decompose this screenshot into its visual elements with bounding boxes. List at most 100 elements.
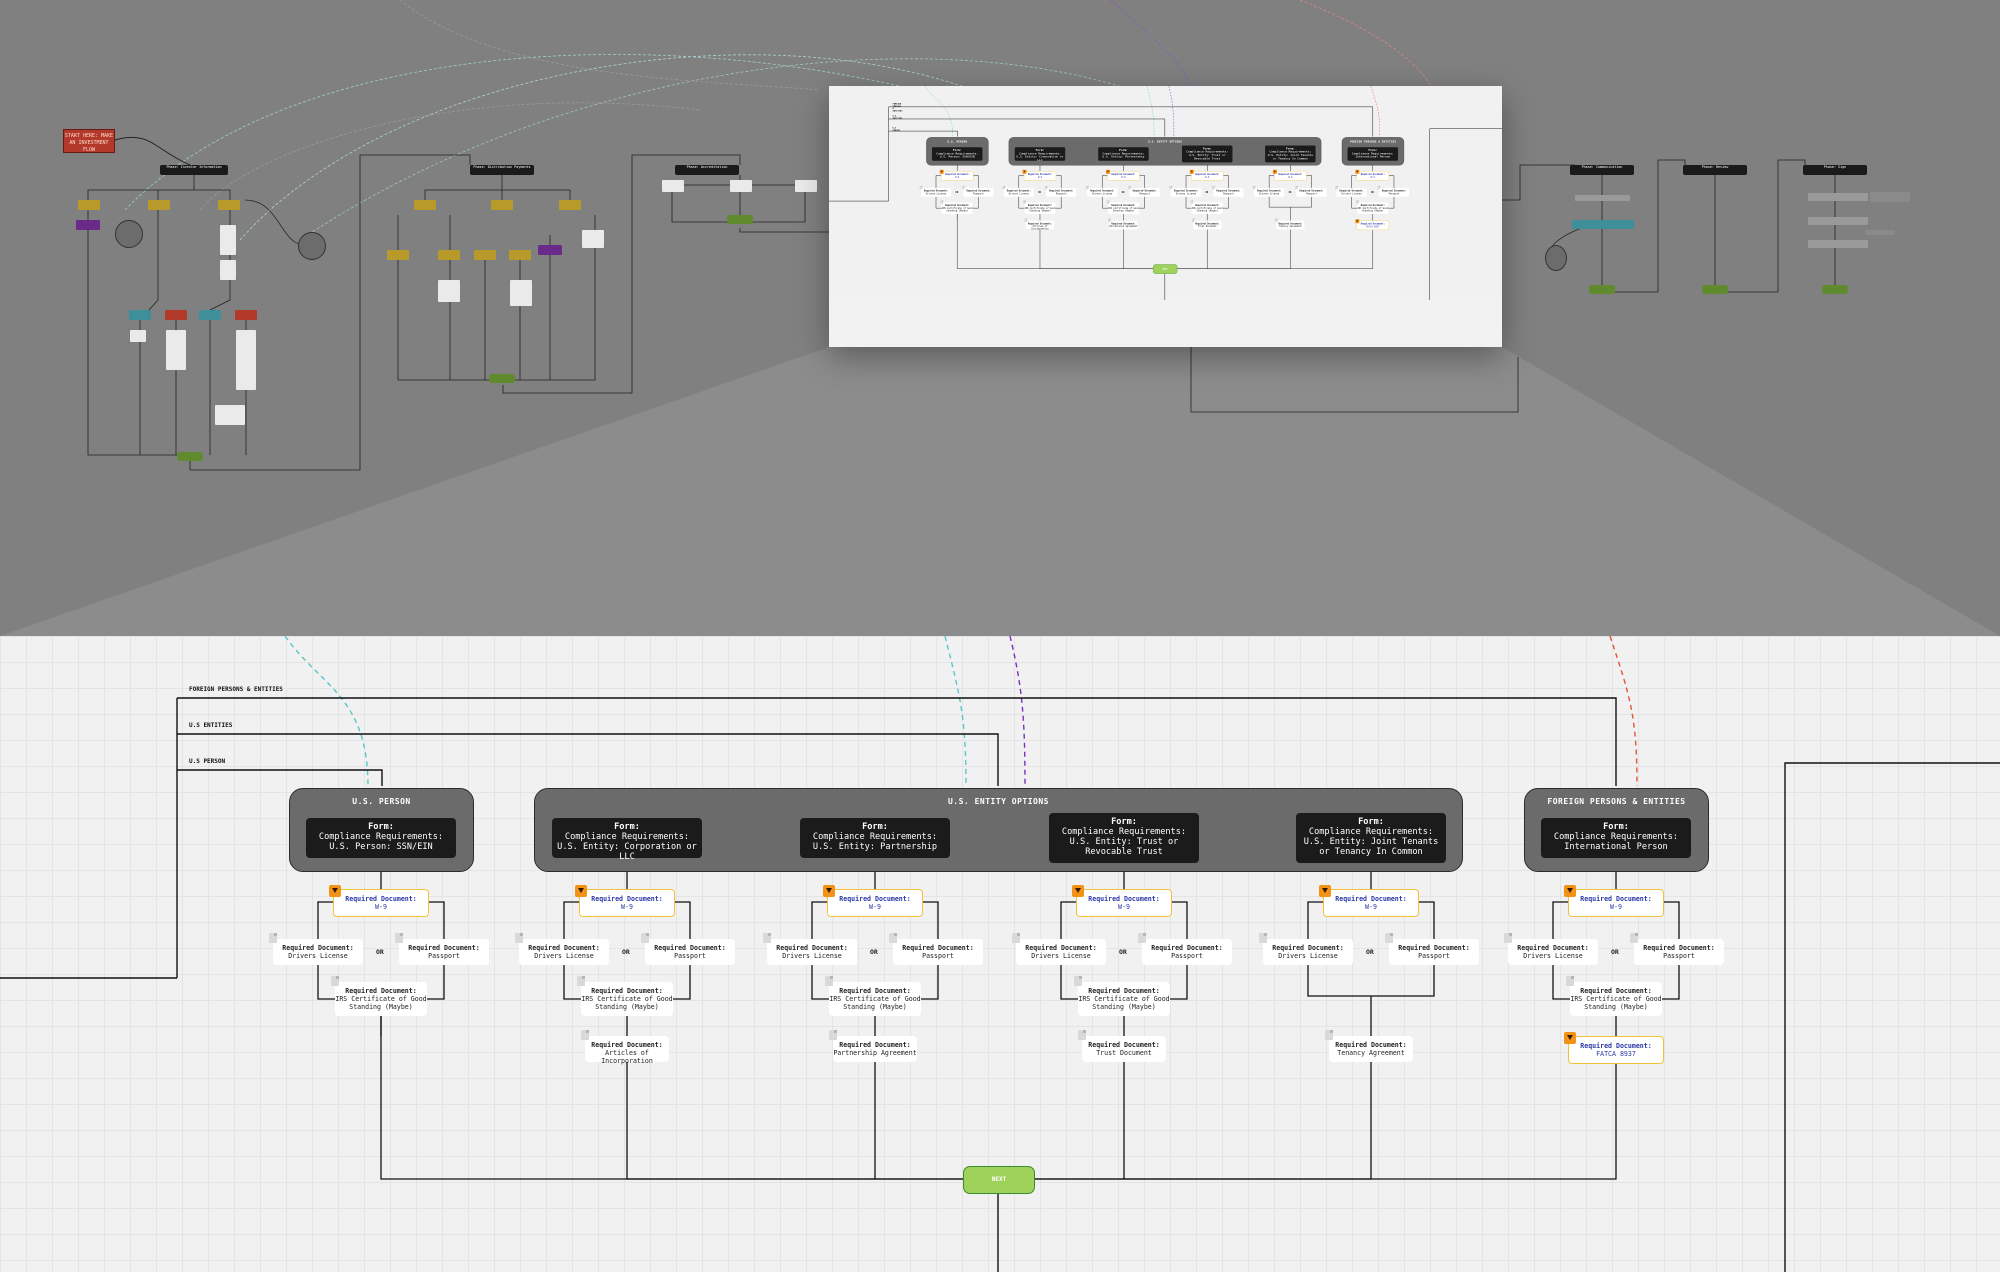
required-doc-primary[interactable]: Required Document:W-9 [1568,889,1664,917]
download-icon[interactable] [1564,1032,1576,1044]
mini-required-doc-right[interactable]: Required Document:Passport [1129,187,1160,197]
mini-form-card[interactable]: Form:Compliance Requirements:U.S. Entity… [1098,147,1149,161]
required-doc-primary[interactable]: Required Document:W-9 [827,889,923,917]
overview-teal-node[interactable] [1572,220,1634,229]
mini-required-doc-right[interactable]: Required Document:Passport [963,187,994,197]
mini-required-doc-extra[interactable]: Required Document:Articles of Incorporat… [1025,220,1055,230]
mini-required-doc-irs[interactable]: Required Document:IRS Certificate of Goo… [1024,202,1056,214]
mini-download-icon[interactable] [1355,219,1360,224]
mini-required-doc-left[interactable]: Required Document:Drivers License [1003,187,1034,197]
download-icon[interactable] [1564,885,1576,897]
mini-form-card[interactable]: Form:Compliance Requirements:U.S. Entity… [1265,145,1316,163]
mini-required-doc-extra[interactable]: Required Document:Tenancy Agreement [1276,220,1305,230]
required-doc-irs[interactable]: Required Document:IRS Certificate of Goo… [335,982,427,1016]
overview-teal-node[interactable] [199,310,221,320]
overview-decision-node[interactable] [414,200,436,210]
mini-required-doc-left[interactable]: Required Document:Drivers License [1253,187,1285,197]
phase-sign[interactable]: Phase: Sign [1803,165,1867,175]
mini-required-doc-extra[interactable]: Required Document:Partnership Agreement [1109,220,1138,230]
overview-teal-node[interactable] [129,310,151,320]
mini-required-doc-right[interactable]: Required Document:Passport [1296,187,1327,197]
mini-download-icon[interactable] [1272,169,1277,174]
required-doc-right[interactable]: Required Document:Passport [1634,939,1724,965]
mini-required-doc-extra[interactable]: Required Document:FATCA 8937 [1356,220,1389,231]
overview-next-node[interactable] [489,374,515,383]
mini-required-doc-primary[interactable]: Required Document:W-9 [1023,171,1057,181]
required-doc-primary[interactable]: Required Document:W-9 [1076,889,1172,917]
phase-accreditation[interactable]: Phase: Accreditation [675,165,739,175]
start-node[interactable]: START HERE: MAKE AN INVESTMENT FLOW [63,129,115,153]
mini-download-icon[interactable] [1189,169,1194,174]
mini-required-doc-primary[interactable]: Required Document:W-9 [941,171,974,181]
mini-required-doc-extra[interactable]: Required Document:Trust Document [1193,220,1222,230]
mini-required-doc-left[interactable]: Required Document:Drivers License [1170,187,1202,197]
required-doc-extra[interactable]: Required Document:Tenancy Agreement [1329,1036,1413,1062]
required-doc-left[interactable]: Required Document:Drivers License [1508,939,1598,965]
overview-note-circle[interactable] [298,232,326,260]
mini-required-doc-irs[interactable]: Required Document:IRS Certificate of Goo… [1107,202,1139,214]
phase-investor-information[interactable]: Phase: Investor Information [160,165,228,175]
form-card[interactable]: Form:Compliance Requirements:U.S. Entity… [1296,813,1446,863]
required-doc-extra[interactable]: Required Document:FATCA 8937 [1568,1036,1664,1064]
form-card[interactable]: Form:Compliance Requirements:U.S. Entity… [1049,813,1199,863]
overview-canvas[interactable]: START HERE: MAKE AN INVESTMENT FLOW Phas… [0,0,2000,636]
mini-required-doc-primary[interactable]: Required Document:W-9 [1274,171,1307,181]
mini-download-icon[interactable] [1022,169,1027,174]
overview-purple-node[interactable] [538,245,562,255]
required-doc-left[interactable]: Required Document:Drivers License [767,939,857,965]
required-doc-irs[interactable]: Required Document:IRS Certificate of Goo… [1078,982,1170,1016]
overview-decision-node[interactable] [474,250,496,260]
mini-required-doc-left[interactable]: Required Document:Drivers License [1336,187,1367,197]
mini-required-doc-irs[interactable]: Required Document:IRS Certificate of Goo… [1357,202,1389,214]
overview-note-circle[interactable] [1545,245,1567,271]
required-doc-primary[interactable]: Required Document:W-9 [1323,889,1419,917]
required-doc-irs[interactable]: Required Document:IRS Certificate of Goo… [1570,982,1662,1016]
download-icon[interactable] [329,885,341,897]
required-doc-right[interactable]: Required Document:Passport [645,939,735,965]
required-doc-left[interactable]: Required Document:Drivers License [519,939,609,965]
overview-decision-node[interactable] [491,200,513,210]
required-doc-left[interactable]: Required Document:Drivers License [1263,939,1353,965]
form-card[interactable]: Form:Compliance Requirements:U.S. Entity… [800,818,950,858]
overview-decision-node[interactable] [148,200,170,210]
download-icon[interactable] [823,885,835,897]
form-card[interactable]: Form:Compliance Requirements:Internation… [1541,818,1691,858]
required-doc-primary[interactable]: Required Document:W-9 [579,889,675,917]
overview-decision-node[interactable] [218,200,240,210]
required-doc-irs[interactable]: Required Document:IRS Certificate of Goo… [829,982,921,1016]
mini-download-icon[interactable] [1355,169,1360,174]
mini-form-card[interactable]: Form:Compliance Requirements:U.S. Person… [931,147,983,161]
mini-form-card[interactable]: Form:Compliance Requirements:U.S. Entity… [1014,147,1066,162]
required-doc-right[interactable]: Required Document:Passport [893,939,983,965]
required-doc-left[interactable]: Required Document:Drivers License [273,939,363,965]
mini-required-doc-primary[interactable]: Required Document:W-9 [1107,171,1140,181]
overview-decision-node[interactable] [438,250,460,260]
overview-decision-node[interactable] [509,250,531,260]
next-button[interactable]: NEXT [963,1166,1035,1194]
phase-review[interactable]: Phase: Review [1683,165,1747,175]
detail-canvas[interactable]: FOREIGN PERSONS & ENTITIES U.S ENTITIES … [0,636,2000,1272]
mini-form-card[interactable]: Form:Compliance Requirements:U.S. Entity… [1181,145,1233,163]
required-doc-left[interactable]: Required Document:Drivers License [1016,939,1106,965]
overview-next-node[interactable] [177,452,203,461]
mini-required-doc-primary[interactable]: Required Document:W-9 [1356,171,1389,181]
download-icon[interactable] [1319,885,1331,897]
mini-download-icon[interactable] [939,169,944,174]
overview-decision-node[interactable] [387,250,409,260]
zoom-frame[interactable]: FOREIGN PERSONS & ENTITIES U.S ENTITIES … [829,86,1502,347]
overview-next-node[interactable] [727,215,753,224]
required-doc-irs[interactable]: Required Document:IRS Certificate of Goo… [581,982,673,1016]
overview-red-node[interactable] [165,310,187,320]
form-card[interactable]: Form:Compliance Requirements:U.S. Entity… [552,818,702,862]
overview-decision-node[interactable] [78,200,100,210]
mini-required-doc-irs[interactable]: Required Document:IRS Certificate of Goo… [941,202,973,214]
mini-download-icon[interactable] [1105,169,1110,174]
overview-next-node[interactable] [1702,285,1728,294]
phase-communication[interactable]: Phase: Communication [1570,165,1634,175]
mini-required-doc-right[interactable]: Required Document:Passport [1213,187,1244,197]
overview-next-node[interactable] [1589,285,1615,294]
overview-decision-node[interactable] [559,200,581,210]
required-doc-extra[interactable]: Required Document:Trust Document [1082,1036,1166,1062]
mini-required-doc-right[interactable]: Required Document:Passport [1378,187,1410,197]
overview-red-node[interactable] [235,310,257,320]
